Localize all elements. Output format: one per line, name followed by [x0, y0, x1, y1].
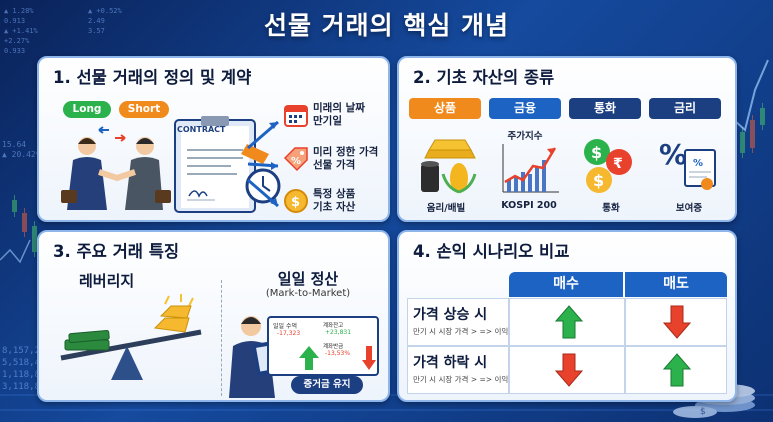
ticker-left: ▲ 1.28%0.913▲ +1.41%+2.27%0.933 — [4, 7, 38, 55]
divider — [221, 280, 222, 396]
calendar-icon — [284, 105, 308, 127]
currency-coins-icon: $ ₹ $ — [584, 139, 632, 193]
arrows-icon — [247, 120, 279, 208]
panel-underlying-assets: 2. 기초 자산의 종류 상품 금융 통화 금리 옴리/배빌 주가지수 KOSP… — [397, 56, 737, 222]
panel-pnl-scenarios: 4. 손익 시나리오 비교 매수 매도 가격 상승 시 만기 시 시장 가격 >… — [397, 230, 737, 402]
page-title: 선물 거래의 핵심 개념 — [263, 11, 510, 40]
bond-certificate-icon: % % — [659, 138, 716, 190]
tab-financial: 금융 — [489, 98, 561, 119]
panel-title: 1. 선물 거래의 정의 및 계약 — [53, 68, 252, 87]
loss-down-arrow-icon — [663, 305, 691, 339]
panel-definition: 1. 선물 거래의 정의 및 계약 Long Short CONTRACT 미래… — [37, 56, 390, 222]
currency-caption: 통화 — [602, 203, 620, 214]
commodity-icon — [421, 139, 477, 194]
panel-title: 2. 기초 자산의 종류 — [413, 68, 555, 87]
screen-value: +23,831 — [325, 329, 352, 336]
row-sub-price-up: 만기 시 시장 가격 > => 이익 — [413, 327, 509, 336]
kospi-caption: KOSPI 200 — [501, 200, 557, 211]
price-tag-icon: % — [283, 147, 308, 172]
up-arrow-icon — [299, 346, 319, 370]
bond-caption: 보여증 — [675, 203, 703, 214]
stock-index-label: 주가지수 — [507, 131, 543, 142]
row-label-price-down: 가격 하락 시 — [413, 355, 488, 371]
panel-title: 3. 주요 거래 특징 — [53, 242, 180, 261]
leverage-seesaw-icon — [60, 294, 202, 380]
short-badge: Short — [119, 101, 169, 118]
svg-text:$: $ — [591, 143, 602, 162]
daily-settlement-label: 일일 정산 — [277, 270, 339, 288]
row-sub-price-down: 만기 시 시장 가격 > => 이익 — [413, 375, 509, 384]
column-sell: 매도 — [625, 272, 727, 297]
svg-text:$: $ — [291, 195, 300, 210]
svg-text:%: % — [291, 156, 301, 167]
screen-value: -17,323 — [277, 330, 301, 337]
contract-label: CONTRACT — [177, 125, 226, 134]
panel-trading-features: 3. 주요 거래 특징 레버리지 일일 정산 (Mark-to-Market) … — [37, 230, 390, 402]
screen-label: 일일 수억 — [273, 323, 297, 330]
commodity-caption: 옴리/배빌 — [426, 203, 466, 214]
screen-label: 계좌반금 — [323, 344, 344, 350]
loss-down-arrow-icon — [555, 353, 583, 387]
stock-chart-icon — [502, 144, 559, 193]
leverage-label: 레버리지 — [79, 272, 135, 290]
contract-document-icon — [174, 116, 281, 213]
svg-text:$: $ — [593, 171, 604, 190]
screen-value: -13,53% — [325, 350, 351, 357]
dollar-coin-icon: $ — [284, 189, 308, 213]
margin-maintenance-badge: 증거금 유지 — [291, 376, 363, 394]
screen-label: 계좌잔고 — [323, 323, 344, 329]
svg-text:%: % — [659, 138, 687, 171]
settlement-screen: 일일 수억 -17,323 계좌잔고 +23,831 계좌반금 -13,53% — [267, 316, 379, 376]
long-badge: Long — [63, 101, 111, 118]
profit-up-arrow-icon — [555, 305, 583, 339]
profit-up-arrow-icon — [663, 353, 691, 387]
row-label-price-up: 가격 상승 시 — [413, 307, 488, 323]
ticker-left-3: 15.64▲ 20.42% — [2, 140, 41, 159]
tab-currency: 통화 — [569, 98, 641, 119]
svg-text:₹: ₹ — [613, 156, 623, 172]
tab-commodity: 상품 — [409, 98, 481, 119]
handshake-icon — [61, 126, 171, 210]
row-label-cell — [407, 298, 509, 346]
svg-text:%: % — [693, 158, 703, 169]
mark-to-market-label: (Mark-to-Market) — [265, 288, 351, 299]
panel-title: 4. 손익 시나리오 비교 — [413, 242, 570, 261]
tab-interest-rate: 금리 — [649, 98, 721, 119]
row-label-cell — [407, 346, 509, 394]
column-buy: 매수 — [509, 272, 623, 297]
down-arrow-icon — [362, 346, 376, 370]
svg-text:$: $ — [700, 407, 706, 417]
